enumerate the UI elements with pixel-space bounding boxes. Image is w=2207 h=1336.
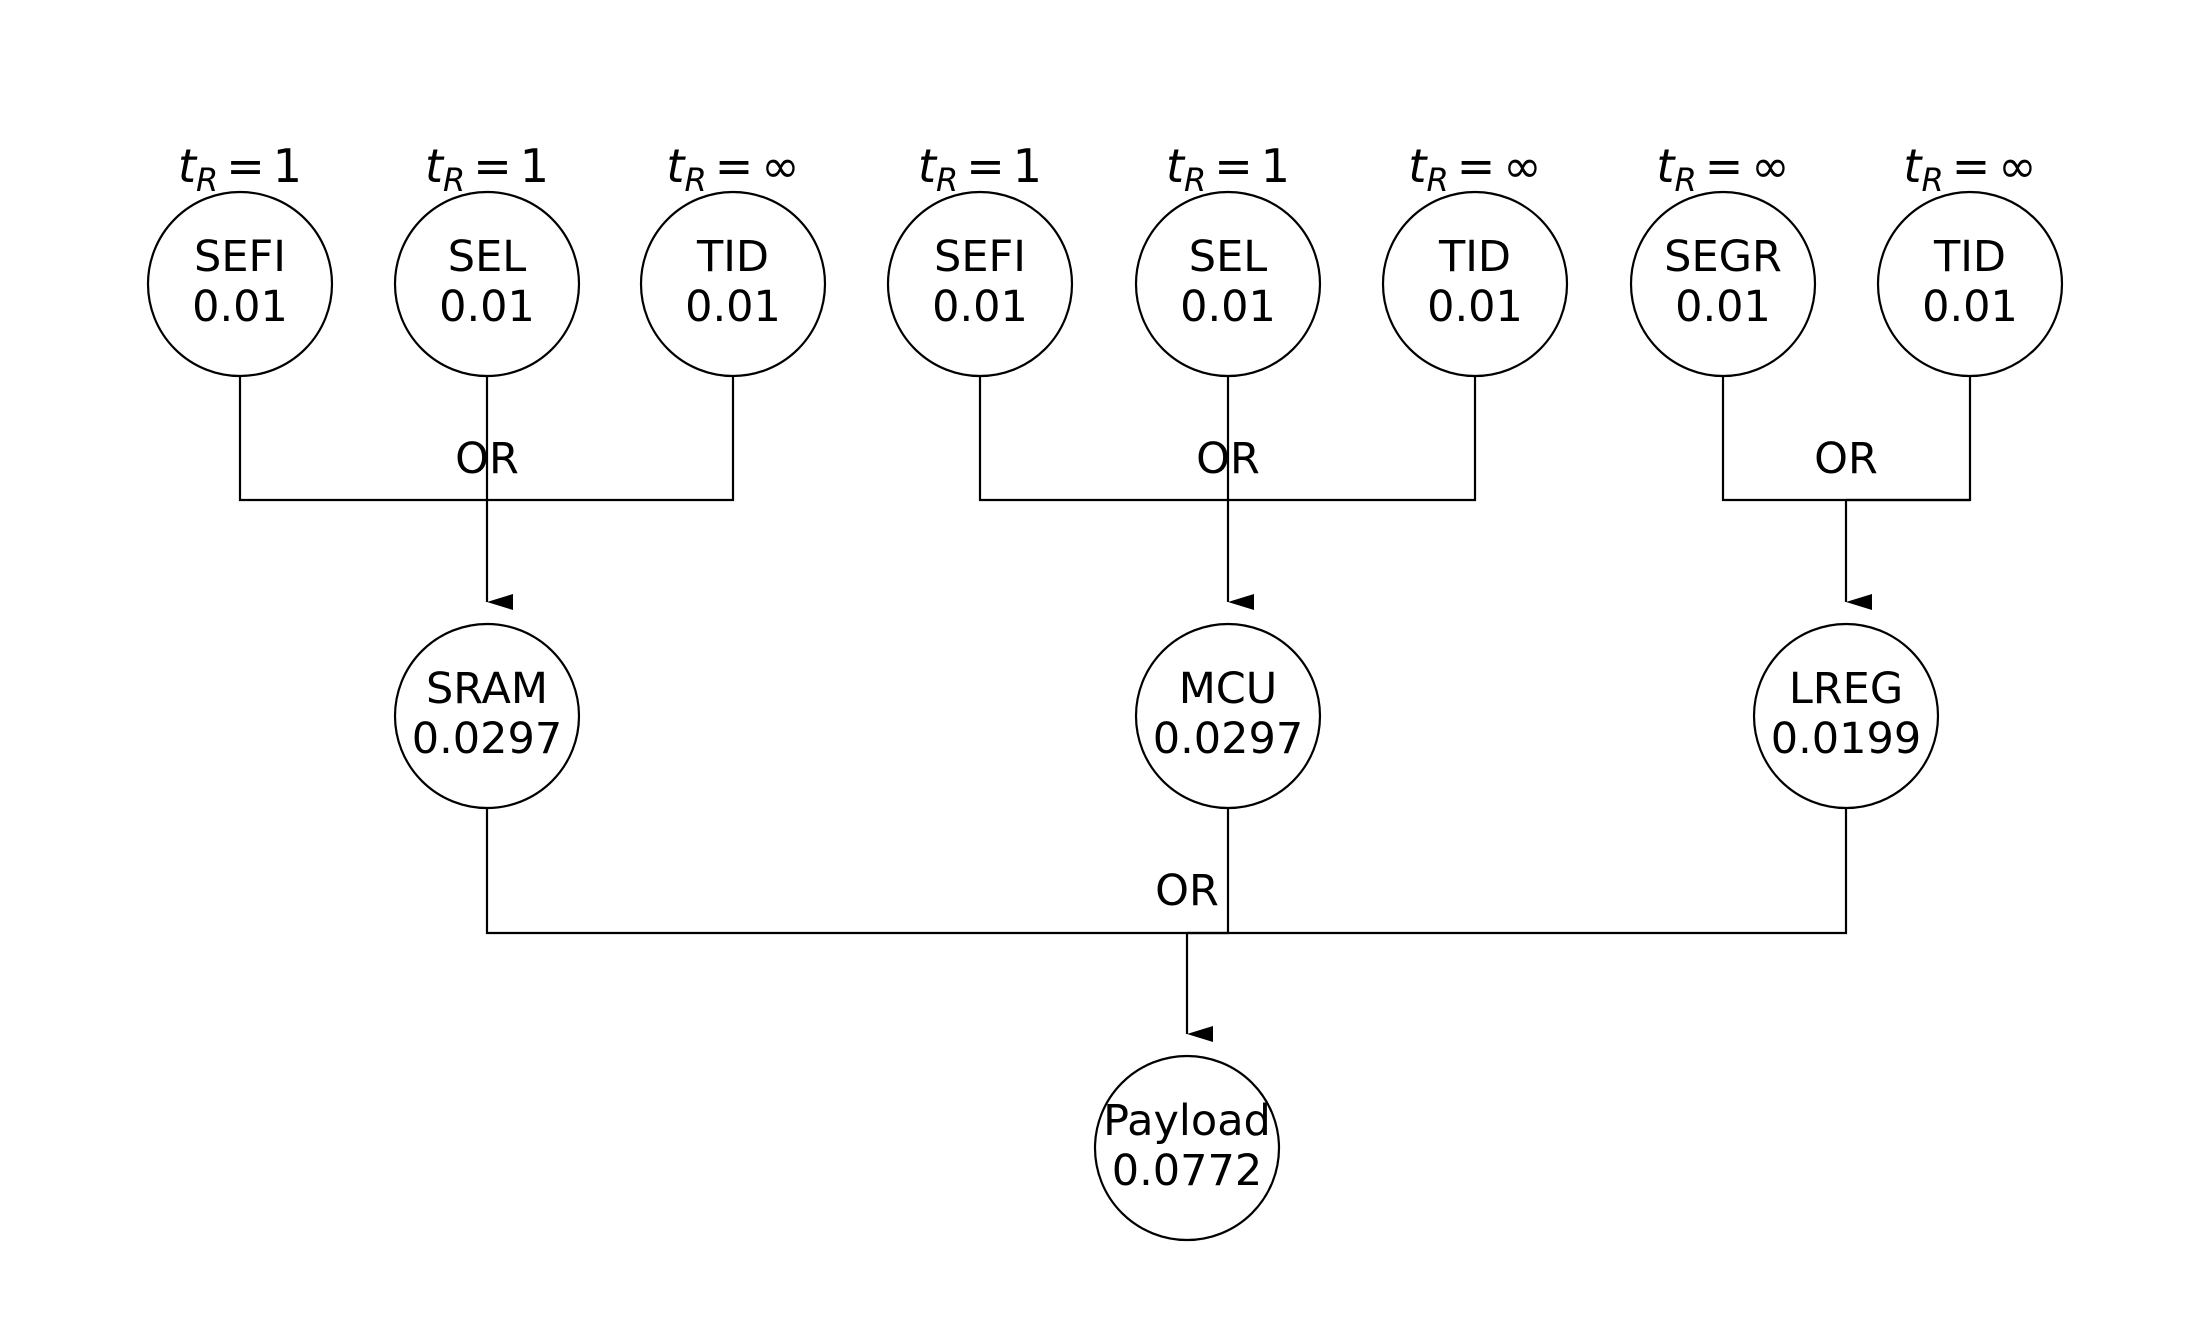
leaf-node: tR=1 SEL 0.01 bbox=[1134, 139, 1322, 378]
repair-time-label: tR=∞ bbox=[1408, 139, 1541, 199]
repair-time-label: tR=∞ bbox=[1903, 139, 2036, 199]
leaf-circle bbox=[1876, 190, 2064, 378]
repair-time-label: tR=1 bbox=[1166, 139, 1290, 199]
leaf-circle bbox=[639, 190, 827, 378]
component-node: MCU 0.0297 bbox=[1134, 622, 1322, 810]
leaf-circle bbox=[146, 190, 334, 378]
repair-time-label: tR=∞ bbox=[1656, 139, 1789, 199]
node-name: Payload bbox=[1103, 1096, 1271, 1146]
node-name: MCU bbox=[1179, 664, 1278, 714]
repair-time-label: tR=1 bbox=[425, 139, 549, 199]
leaf-circle bbox=[1629, 190, 1817, 378]
node-name: SEFI bbox=[934, 232, 1026, 282]
leaf-node: tR=∞ TID 0.01 bbox=[639, 139, 827, 378]
root-circle bbox=[1093, 1054, 1281, 1242]
or-gate-label: OR bbox=[1196, 434, 1260, 484]
node-probability: 0.0297 bbox=[1153, 714, 1303, 764]
leaf-node: tR=∞ SEGR 0.01 bbox=[1629, 139, 1817, 378]
node-name: SEL bbox=[448, 232, 526, 282]
leaf-circle bbox=[393, 190, 581, 378]
component-node: SRAM 0.0297 bbox=[393, 622, 581, 810]
leaf-node: tR=∞ TID 0.01 bbox=[1876, 139, 2064, 378]
edge-tid-3 bbox=[1846, 377, 1972, 502]
repair-time-label: tR=1 bbox=[918, 139, 1042, 199]
node-probability: 0.01 bbox=[1922, 282, 2018, 332]
repair-time-label: tR=∞ bbox=[666, 139, 799, 199]
edge-sefi-1 bbox=[238, 377, 487, 502]
leaf-node: tR=1 SEL 0.01 bbox=[393, 139, 581, 378]
gate-labels: OR OR OR OR bbox=[455, 434, 1878, 916]
or-gate-label: OR bbox=[1814, 434, 1878, 484]
node-probability: 0.0199 bbox=[1771, 714, 1921, 764]
node-name: SRAM bbox=[426, 664, 548, 714]
node-name: SEGR bbox=[1664, 232, 1782, 282]
node-probability: 0.0297 bbox=[412, 714, 562, 764]
node-probability: 0.0772 bbox=[1112, 1146, 1262, 1196]
node-probability: 0.01 bbox=[932, 282, 1028, 332]
leaf-node: tR=1 SEFI 0.01 bbox=[146, 139, 334, 378]
root-node: Payload 0.0772 bbox=[1093, 1054, 1281, 1242]
node-name: SEL bbox=[1189, 232, 1267, 282]
repair-time-label: tR=1 bbox=[178, 139, 302, 199]
node-probability: 0.01 bbox=[192, 282, 288, 332]
leaf-circle bbox=[1134, 190, 1322, 378]
node-probability: 0.01 bbox=[1180, 282, 1276, 332]
component-node: LREG 0.0199 bbox=[1752, 622, 1940, 810]
node-name: SEFI bbox=[194, 232, 286, 282]
edge-tid-2 bbox=[1228, 377, 1477, 502]
edges bbox=[238, 377, 1972, 1042]
edge-sefi-2 bbox=[978, 377, 1228, 502]
leaf-node: tR=1 SEFI 0.01 bbox=[886, 139, 1074, 378]
or-gate-label: OR bbox=[455, 434, 519, 484]
component-circle bbox=[1134, 622, 1322, 810]
node-probability: 0.01 bbox=[1675, 282, 1771, 332]
node-name: TID bbox=[1438, 232, 1511, 282]
component-circle bbox=[1752, 622, 1940, 810]
node-probability: 0.01 bbox=[685, 282, 781, 332]
node-name: LREG bbox=[1789, 664, 1903, 714]
leaf-node: tR=∞ TID 0.01 bbox=[1381, 139, 1569, 378]
node-name: TID bbox=[696, 232, 769, 282]
edge-lreg bbox=[1187, 809, 1848, 935]
edge-sram bbox=[485, 809, 1187, 935]
edge-tid-1 bbox=[487, 377, 735, 502]
or-gate-label: OR bbox=[1155, 866, 1219, 916]
node-probability: 0.01 bbox=[439, 282, 535, 332]
leaf-circle bbox=[886, 190, 1074, 378]
node-name: TID bbox=[1933, 232, 2006, 282]
leaf-circle bbox=[1381, 190, 1569, 378]
component-circle bbox=[393, 622, 581, 810]
node-probability: 0.01 bbox=[1427, 282, 1523, 332]
